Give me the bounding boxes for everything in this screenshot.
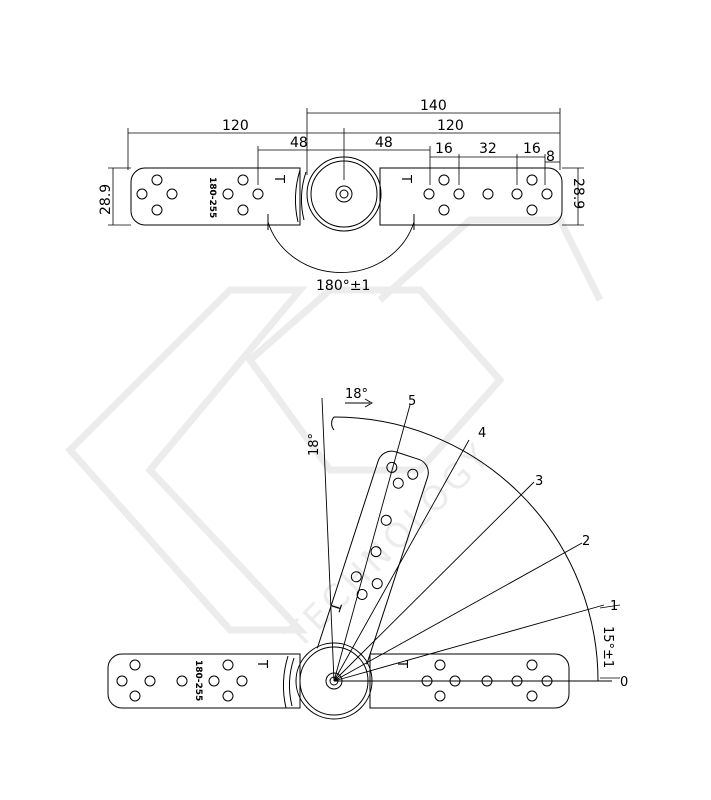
dim-hole-spacing-c: 16 bbox=[523, 141, 541, 157]
bottom-left-plate bbox=[107, 653, 301, 709]
step-angle-label: 18° bbox=[345, 387, 368, 402]
top-rotation-arc bbox=[267, 221, 415, 273]
dim-hole-spacing-a: 16 bbox=[435, 141, 453, 157]
dim-right-height: 28.9 bbox=[570, 178, 586, 209]
position-3: 3 bbox=[535, 474, 543, 489]
bottom-view bbox=[107, 397, 621, 720]
dim-right-arm: 120 bbox=[437, 118, 464, 134]
position-2: 2 bbox=[582, 534, 590, 549]
position-0: 0 bbox=[620, 675, 628, 690]
bottom-marker-right: T bbox=[394, 659, 409, 668]
bottom-right-holes bbox=[421, 659, 553, 702]
position-5: 5 bbox=[408, 394, 416, 409]
top-marker-right: T bbox=[398, 174, 413, 183]
top-marker-left: T bbox=[271, 174, 286, 183]
top-dimension-lines bbox=[108, 108, 584, 226]
rotated-arm bbox=[316, 450, 429, 665]
first-step-tolerance: 15°±1 bbox=[600, 626, 615, 668]
bottom-marker-left: T bbox=[254, 659, 269, 668]
top-left-holes bbox=[136, 174, 264, 216]
top-pivot-ring bbox=[335, 185, 353, 203]
dim-left-arm: 120 bbox=[222, 118, 249, 134]
dim-overall-width: 140 bbox=[420, 98, 447, 114]
position-arc bbox=[333, 416, 599, 682]
top-part-code: 180-255 bbox=[207, 177, 217, 218]
dim-hole-spacing-b: 32 bbox=[479, 141, 497, 157]
dim-left-height: 28.9 bbox=[98, 184, 114, 215]
bottom-part-code: 180-255 bbox=[193, 660, 203, 701]
top-pivot-pin bbox=[339, 189, 349, 199]
top-view bbox=[108, 108, 584, 273]
dim-right-hole-offset: 48 bbox=[375, 135, 393, 151]
top-right-holes bbox=[423, 174, 553, 216]
top-labels: 140 120 120 48 48 16 32 16 8 28.9 28.9 1… bbox=[98, 98, 586, 294]
position-1: 1 bbox=[610, 599, 618, 614]
dim-hole-spacing-d: 8 bbox=[546, 149, 555, 165]
bottom-right-plate bbox=[369, 653, 570, 709]
position-4: 4 bbox=[478, 426, 486, 441]
bottom-left-holes bbox=[116, 659, 248, 702]
rotation-range-label: 180°±1 bbox=[316, 278, 370, 294]
dim-left-hole-offset: 48 bbox=[290, 135, 308, 151]
arc-angle-label: 18° bbox=[307, 433, 322, 456]
top-left-plate bbox=[130, 167, 301, 226]
position-lines bbox=[333, 404, 612, 682]
top-right-plate bbox=[379, 167, 563, 226]
